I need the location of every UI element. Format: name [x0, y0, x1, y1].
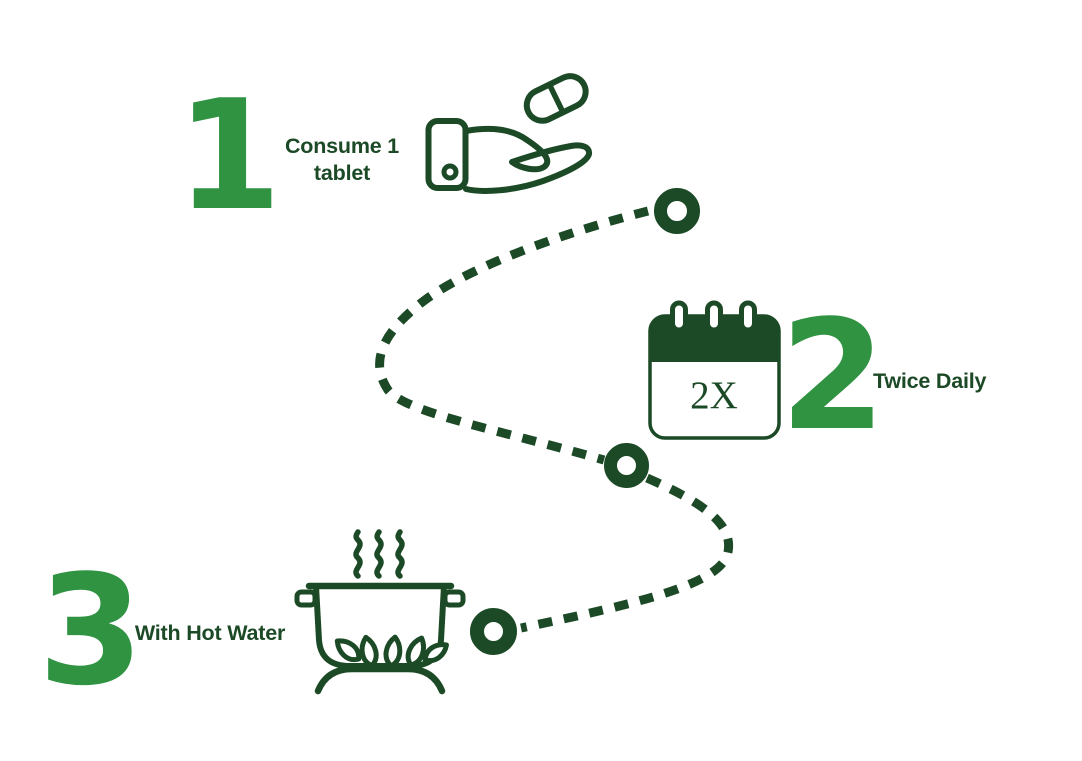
step-3-number: 3 — [38, 542, 144, 719]
step-1-number: 1 — [176, 67, 282, 244]
boiling-pot-icon — [294, 529, 466, 695]
connector-segment-2-to-3 — [520, 473, 734, 633]
hand-receiving-pill-icon — [425, 73, 593, 194]
path-node-3 — [470, 608, 517, 655]
calendar-icon: 2X — [648, 300, 781, 440]
flames — [334, 634, 449, 669]
path-node-2 — [604, 443, 649, 488]
calendar-frequency-text: 2X — [690, 374, 738, 417]
step-3-label: With Hot Water — [134, 621, 286, 645]
step-2-label: Twice Daily — [873, 369, 987, 393]
path-node-1 — [654, 188, 700, 234]
steam-lines — [353, 529, 405, 579]
step-2-number: 2 — [780, 287, 886, 464]
connector-segment-1-to-2 — [375, 206, 650, 465]
step-1-label: Consume 1 tablet — [284, 134, 400, 185]
